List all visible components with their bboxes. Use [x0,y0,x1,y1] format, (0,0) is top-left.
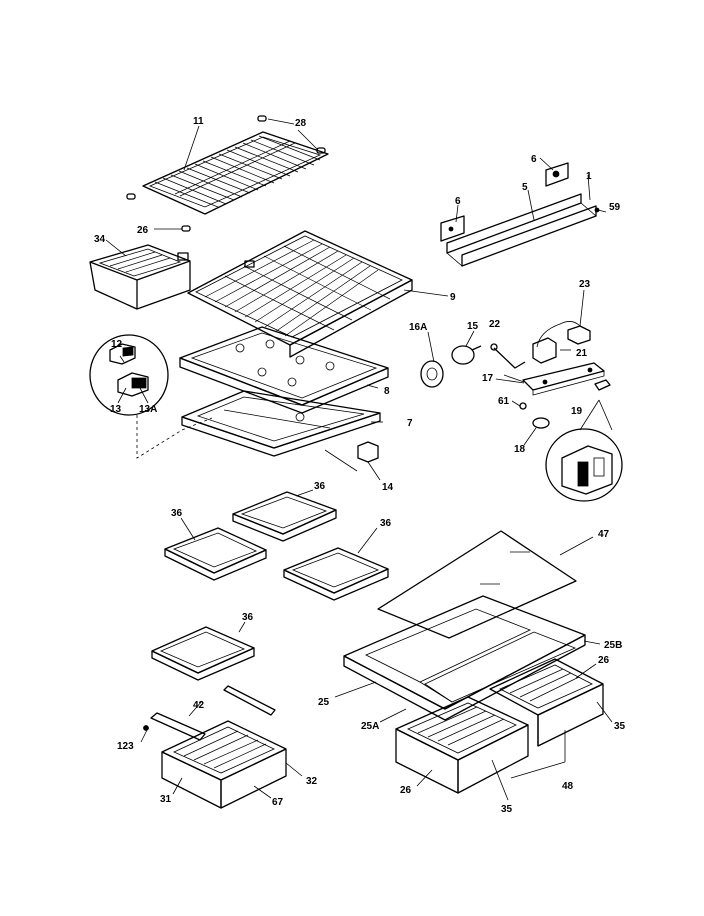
crisper-cover-frame [179,326,389,414]
label-12: 12 [111,339,123,350]
label-59: 59 [609,202,621,213]
label-17: 17 [482,373,494,384]
meat-keeper-rail [143,685,276,741]
label-35: 35 [614,721,626,732]
label-36: 36 [380,518,392,529]
label-35: 35 [501,804,513,815]
label-31: 31 [160,794,172,805]
label-16a: 16A [409,322,427,333]
label-42: 42 [193,700,205,711]
crisper-cover-frame-lower [343,595,586,721]
glass-shelf-3 [283,547,389,601]
label-26: 26 [137,225,149,236]
part-14 [324,441,381,481]
label-5: 5 [522,182,528,193]
label-8: 8 [384,386,390,397]
label-34: 34 [94,234,106,245]
crisper-cover-glass [377,530,577,639]
label-36: 36 [242,612,254,623]
label-13a: 13A [139,404,157,415]
label-47: 47 [598,529,610,540]
label-13: 13 [110,404,122,415]
label-23: 23 [579,279,591,290]
label-25b: 25B [604,640,622,651]
clip-inset [89,334,213,459]
label-26: 26 [598,655,610,666]
wire-shelf [126,115,329,232]
label-22: 22 [489,319,501,330]
label-11: 11 [193,116,204,127]
label-9: 9 [450,292,456,303]
label-14: 14 [382,482,394,493]
callout-labels: 11 28 26 34 6 5 1 59 6 9 23 12 13 13A 16… [94,116,626,815]
label-48: 48 [562,781,574,792]
crisper-frame-lower [181,390,381,457]
label-18: 18 [514,444,526,455]
label-123: 123 [117,741,134,752]
meat-drawer [161,720,287,809]
switch-inset [545,379,623,502]
deli-drawer [89,244,191,310]
crisper-drawer-right [489,658,604,747]
label-61: 61 [498,396,510,407]
glass-shelf-4 [151,626,255,681]
label-1: 1 [586,171,592,182]
label-32: 32 [306,776,318,787]
light-assembly [420,321,605,429]
glass-shelf-2 [164,527,267,581]
label-6: 6 [531,154,537,165]
label-25a: 25A [361,721,379,732]
label-26: 26 [400,785,412,796]
label-28: 28 [295,118,307,129]
label-21: 21 [576,348,588,359]
shelf-frame-upper [187,230,413,358]
leader-lines [105,118,613,801]
label-25: 25 [318,697,330,708]
crisper-drawer-left [395,696,529,794]
label-67: 67 [272,797,284,808]
label-6: 6 [455,196,461,207]
label-15: 15 [467,321,479,332]
glass-shelf-1 [232,491,337,542]
label-36: 36 [314,481,326,492]
label-19: 19 [571,406,583,417]
rail-trim [440,162,607,267]
label-36: 36 [171,508,183,519]
label-7: 7 [407,418,413,429]
